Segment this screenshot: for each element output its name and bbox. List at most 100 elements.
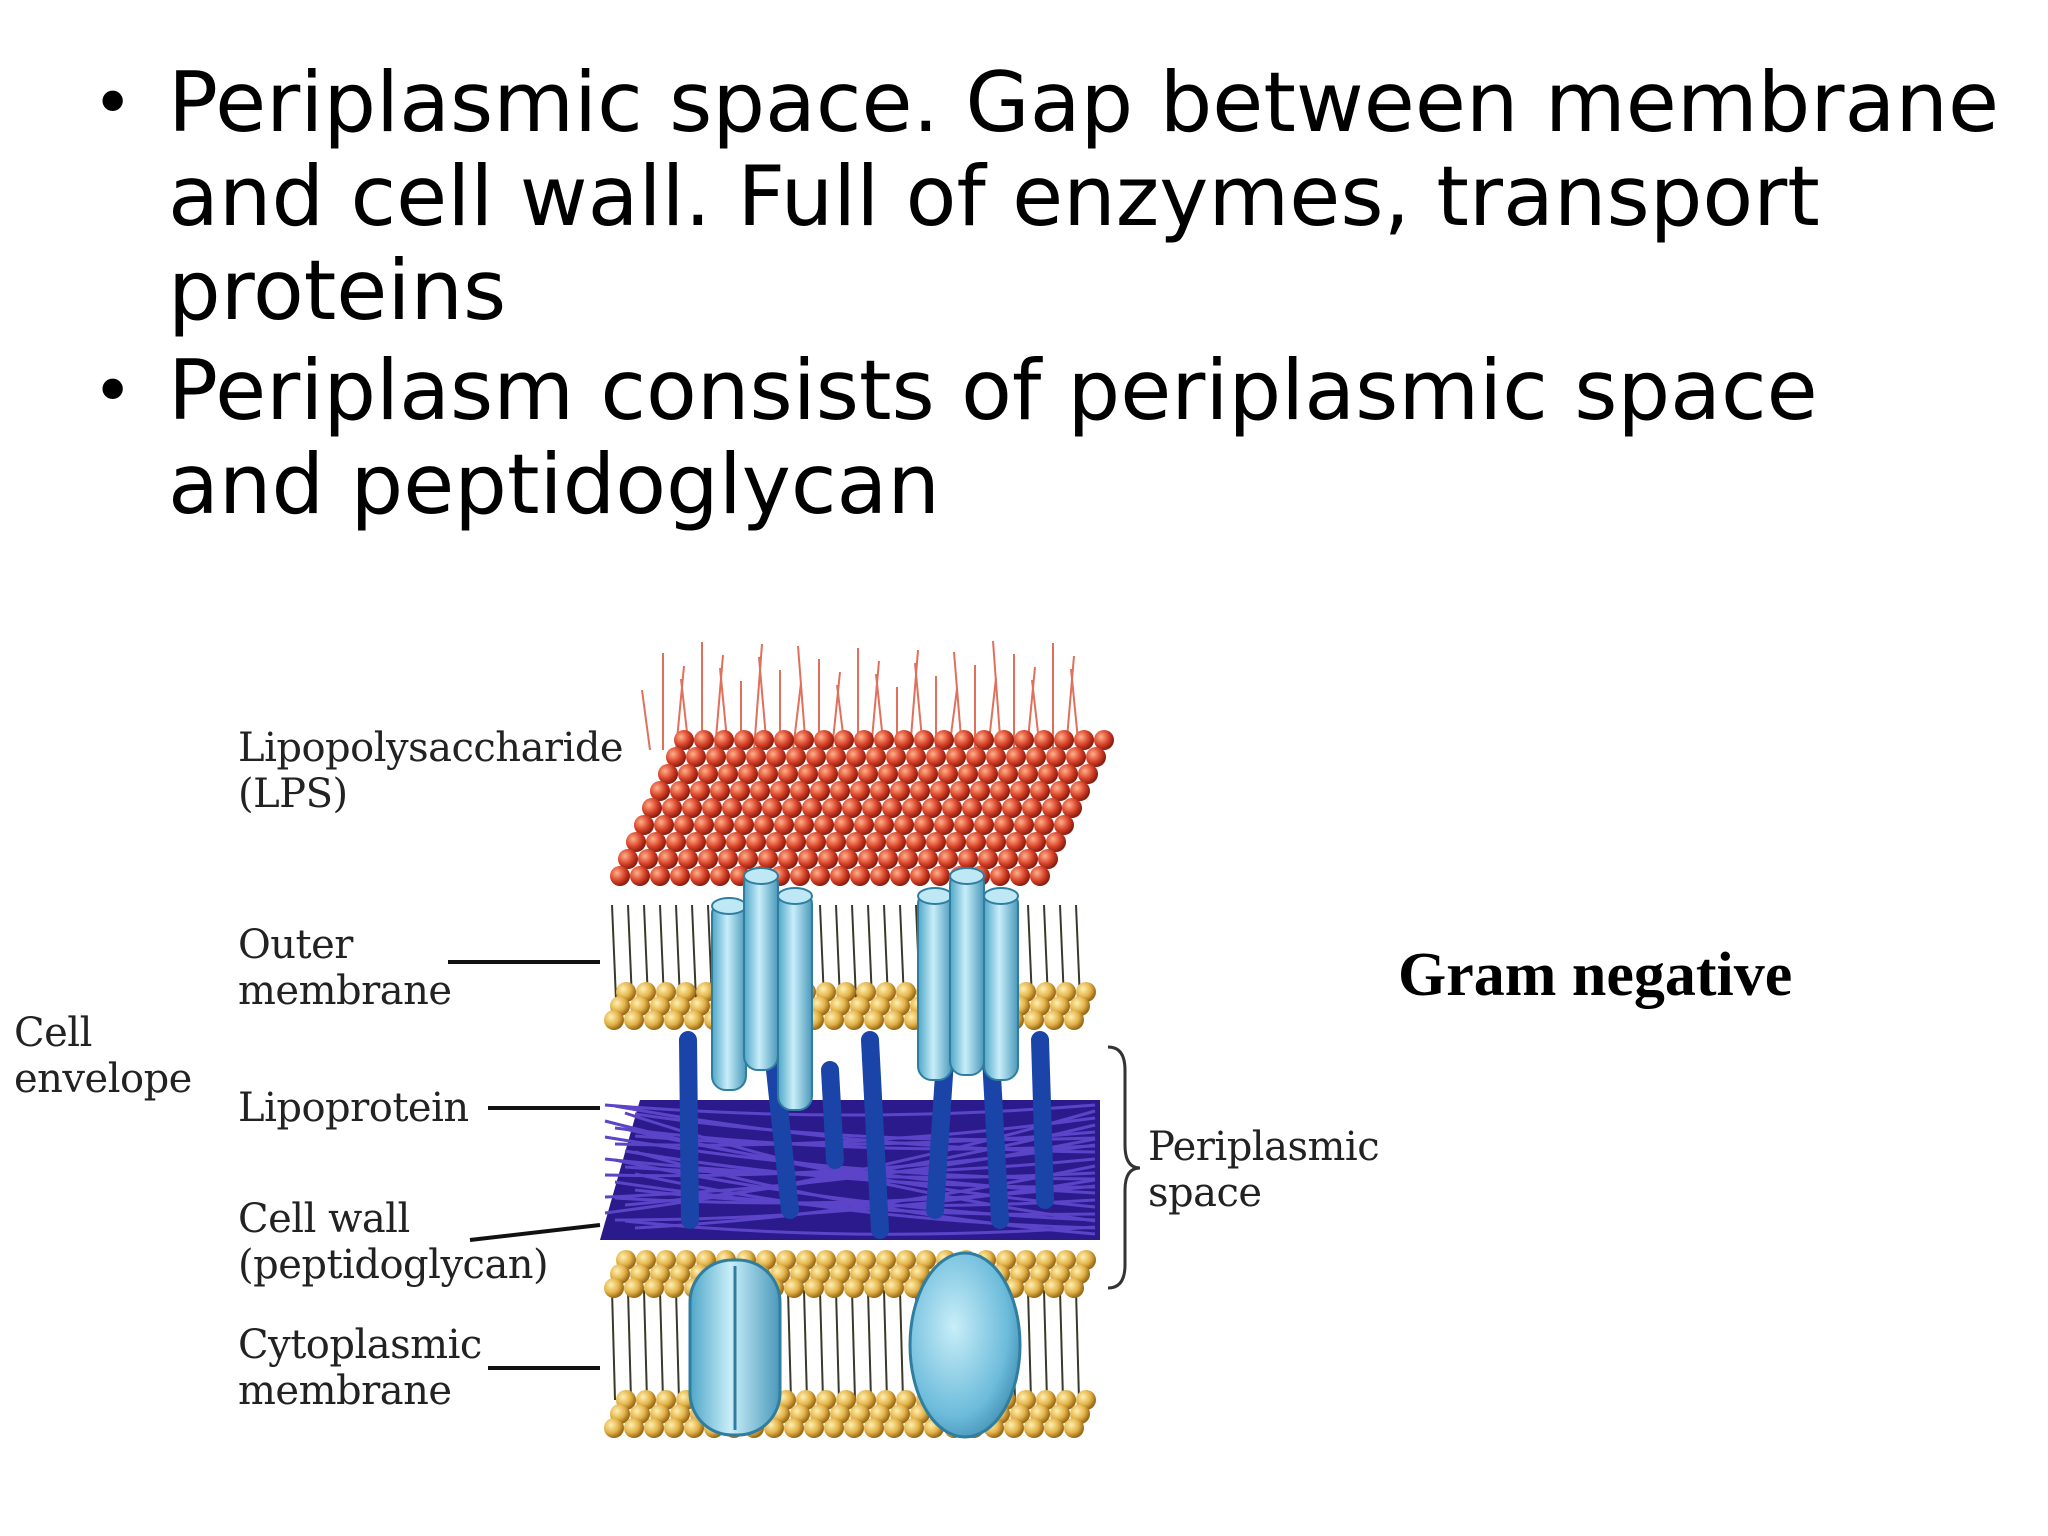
lps-layer bbox=[610, 730, 1114, 886]
cytoplasmic-membrane-tail bbox=[835, 1289, 840, 1401]
lps-sphere bbox=[738, 764, 758, 784]
cytoplasmic-membrane-head bbox=[1064, 1418, 1084, 1438]
lps-sphere bbox=[998, 849, 1018, 869]
outer-membrane-head bbox=[644, 1010, 664, 1030]
cytoplasmic-membrane-head bbox=[784, 1278, 804, 1298]
lps-sphere bbox=[782, 798, 802, 818]
lps-sphere bbox=[950, 781, 970, 801]
porin-cylinder bbox=[777, 889, 813, 1111]
peptidoglycan-strand bbox=[614, 1184, 1096, 1205]
lps-sphere bbox=[710, 866, 730, 886]
lps-sphere bbox=[910, 781, 930, 801]
lps-sphere bbox=[1022, 798, 1042, 818]
porin-cylinder-top bbox=[777, 887, 813, 905]
lps-sphere bbox=[718, 849, 738, 869]
outer-membrane-head bbox=[884, 1010, 904, 1030]
lps-sphere bbox=[898, 764, 918, 784]
lps-sphere bbox=[1086, 747, 1106, 767]
lps-sphere bbox=[906, 747, 926, 767]
gram-negative-caption: Gram negative bbox=[1398, 941, 1793, 1009]
cytoplasmic-membrane-head bbox=[804, 1418, 824, 1438]
cytoplasmic-membrane-head bbox=[604, 1278, 624, 1298]
lps-sphere bbox=[734, 730, 754, 750]
lps-sphere bbox=[730, 781, 750, 801]
peptidoglycan-layer bbox=[600, 1100, 1100, 1240]
lps-sphere bbox=[938, 849, 958, 869]
lps-sphere bbox=[650, 781, 670, 801]
cytoplasmic-membrane-head bbox=[684, 1418, 704, 1438]
lps-sphere bbox=[894, 815, 914, 835]
cytoplasmic-membrane-label-line1: Cytoplasmic bbox=[238, 1322, 482, 1368]
lps-sphere bbox=[870, 866, 890, 886]
lps-sphere bbox=[630, 866, 650, 886]
lps-sphere bbox=[1062, 798, 1082, 818]
cytoplasmic-membrane-head bbox=[1024, 1278, 1044, 1298]
lps-sphere bbox=[1038, 849, 1058, 869]
cell-wall-leader-line bbox=[469, 1223, 601, 1242]
cytoplasmic-membrane-tail bbox=[867, 1289, 872, 1401]
cell-wall-label-line1: Cell wall bbox=[238, 1196, 410, 1242]
cytoplasmic-membrane-tail bbox=[899, 1289, 904, 1401]
lps-sphere bbox=[666, 747, 686, 767]
lps-sphere bbox=[794, 730, 814, 750]
lps-sphere bbox=[786, 832, 806, 852]
lps-sphere bbox=[790, 866, 810, 886]
lipoprotein-rod bbox=[1031, 1031, 1054, 1209]
periplasmic-space-label: Periplasmic space bbox=[1148, 1124, 1380, 1216]
peptidoglycan-strand bbox=[604, 1109, 1096, 1215]
lps-sphere bbox=[806, 832, 826, 852]
peptidoglycan-strand bbox=[604, 1135, 1096, 1181]
cytoplasmic-membrane-head bbox=[604, 1418, 624, 1438]
porin-cylinder bbox=[711, 899, 747, 1091]
lps-sphere bbox=[878, 764, 898, 784]
lps-sphere bbox=[746, 747, 766, 767]
lps-sphere bbox=[770, 781, 790, 801]
lps-sphere bbox=[858, 849, 878, 869]
lps-sphere bbox=[726, 747, 746, 767]
bullet-dot: • bbox=[92, 350, 134, 432]
cytoplasmic-membrane-head bbox=[864, 1278, 884, 1298]
cytoplasmic-membrane-head bbox=[824, 1278, 844, 1298]
lps-sphere bbox=[670, 781, 690, 801]
periplasmic-space-brace bbox=[1107, 1045, 1141, 1290]
cytoplasmic-membrane-head bbox=[884, 1278, 904, 1298]
porin-cylinder bbox=[983, 889, 1019, 1081]
lps-sphere bbox=[978, 849, 998, 869]
lps-sphere bbox=[874, 730, 894, 750]
lps-sphere bbox=[914, 730, 934, 750]
lps-sphere bbox=[686, 832, 706, 852]
lps-sphere bbox=[642, 798, 662, 818]
porin-cylinder-top bbox=[949, 867, 985, 885]
cytoplasmic-membrane-label-line2: membrane bbox=[238, 1368, 452, 1414]
lps-sphere bbox=[670, 866, 690, 886]
lps-sphere bbox=[974, 730, 994, 750]
lps-sphere bbox=[778, 764, 798, 784]
outer-membrane-head bbox=[684, 1010, 704, 1030]
lps-sphere bbox=[798, 849, 818, 869]
lps-sphere bbox=[826, 747, 846, 767]
lps-sphere bbox=[754, 730, 774, 750]
outer-membrane-tail bbox=[851, 904, 857, 1001]
cytoplasmic-membrane-head bbox=[804, 1278, 824, 1298]
lps-sphere bbox=[1042, 798, 1062, 818]
lps-label: Lipopolysaccharide (LPS) bbox=[238, 725, 624, 817]
outer-membrane-head bbox=[664, 1010, 684, 1030]
lps-sphere bbox=[682, 798, 702, 818]
cytoplasmic-membrane-tail bbox=[803, 1289, 808, 1401]
lps-sphere bbox=[866, 832, 886, 852]
porin-cylinder-top bbox=[711, 897, 747, 915]
cytoplasmic-membrane-head bbox=[1024, 1418, 1044, 1438]
cytoplasmic-membrane-head bbox=[784, 1418, 804, 1438]
outer-membrane-head bbox=[604, 1010, 624, 1030]
cytoplasmic-membrane-head bbox=[664, 1418, 684, 1438]
lps-sphere bbox=[958, 849, 978, 869]
lps-sphere bbox=[870, 781, 890, 801]
lps-sphere bbox=[1094, 730, 1114, 750]
lps-sphere bbox=[774, 730, 794, 750]
lps-sphere bbox=[846, 747, 866, 767]
lps-sphere bbox=[830, 866, 850, 886]
lps-sphere bbox=[910, 866, 930, 886]
lps-sphere bbox=[1050, 781, 1070, 801]
cytoplasmic-membrane-tail bbox=[1059, 1289, 1064, 1401]
outer-membrane-label-line2: membrane bbox=[238, 968, 452, 1014]
